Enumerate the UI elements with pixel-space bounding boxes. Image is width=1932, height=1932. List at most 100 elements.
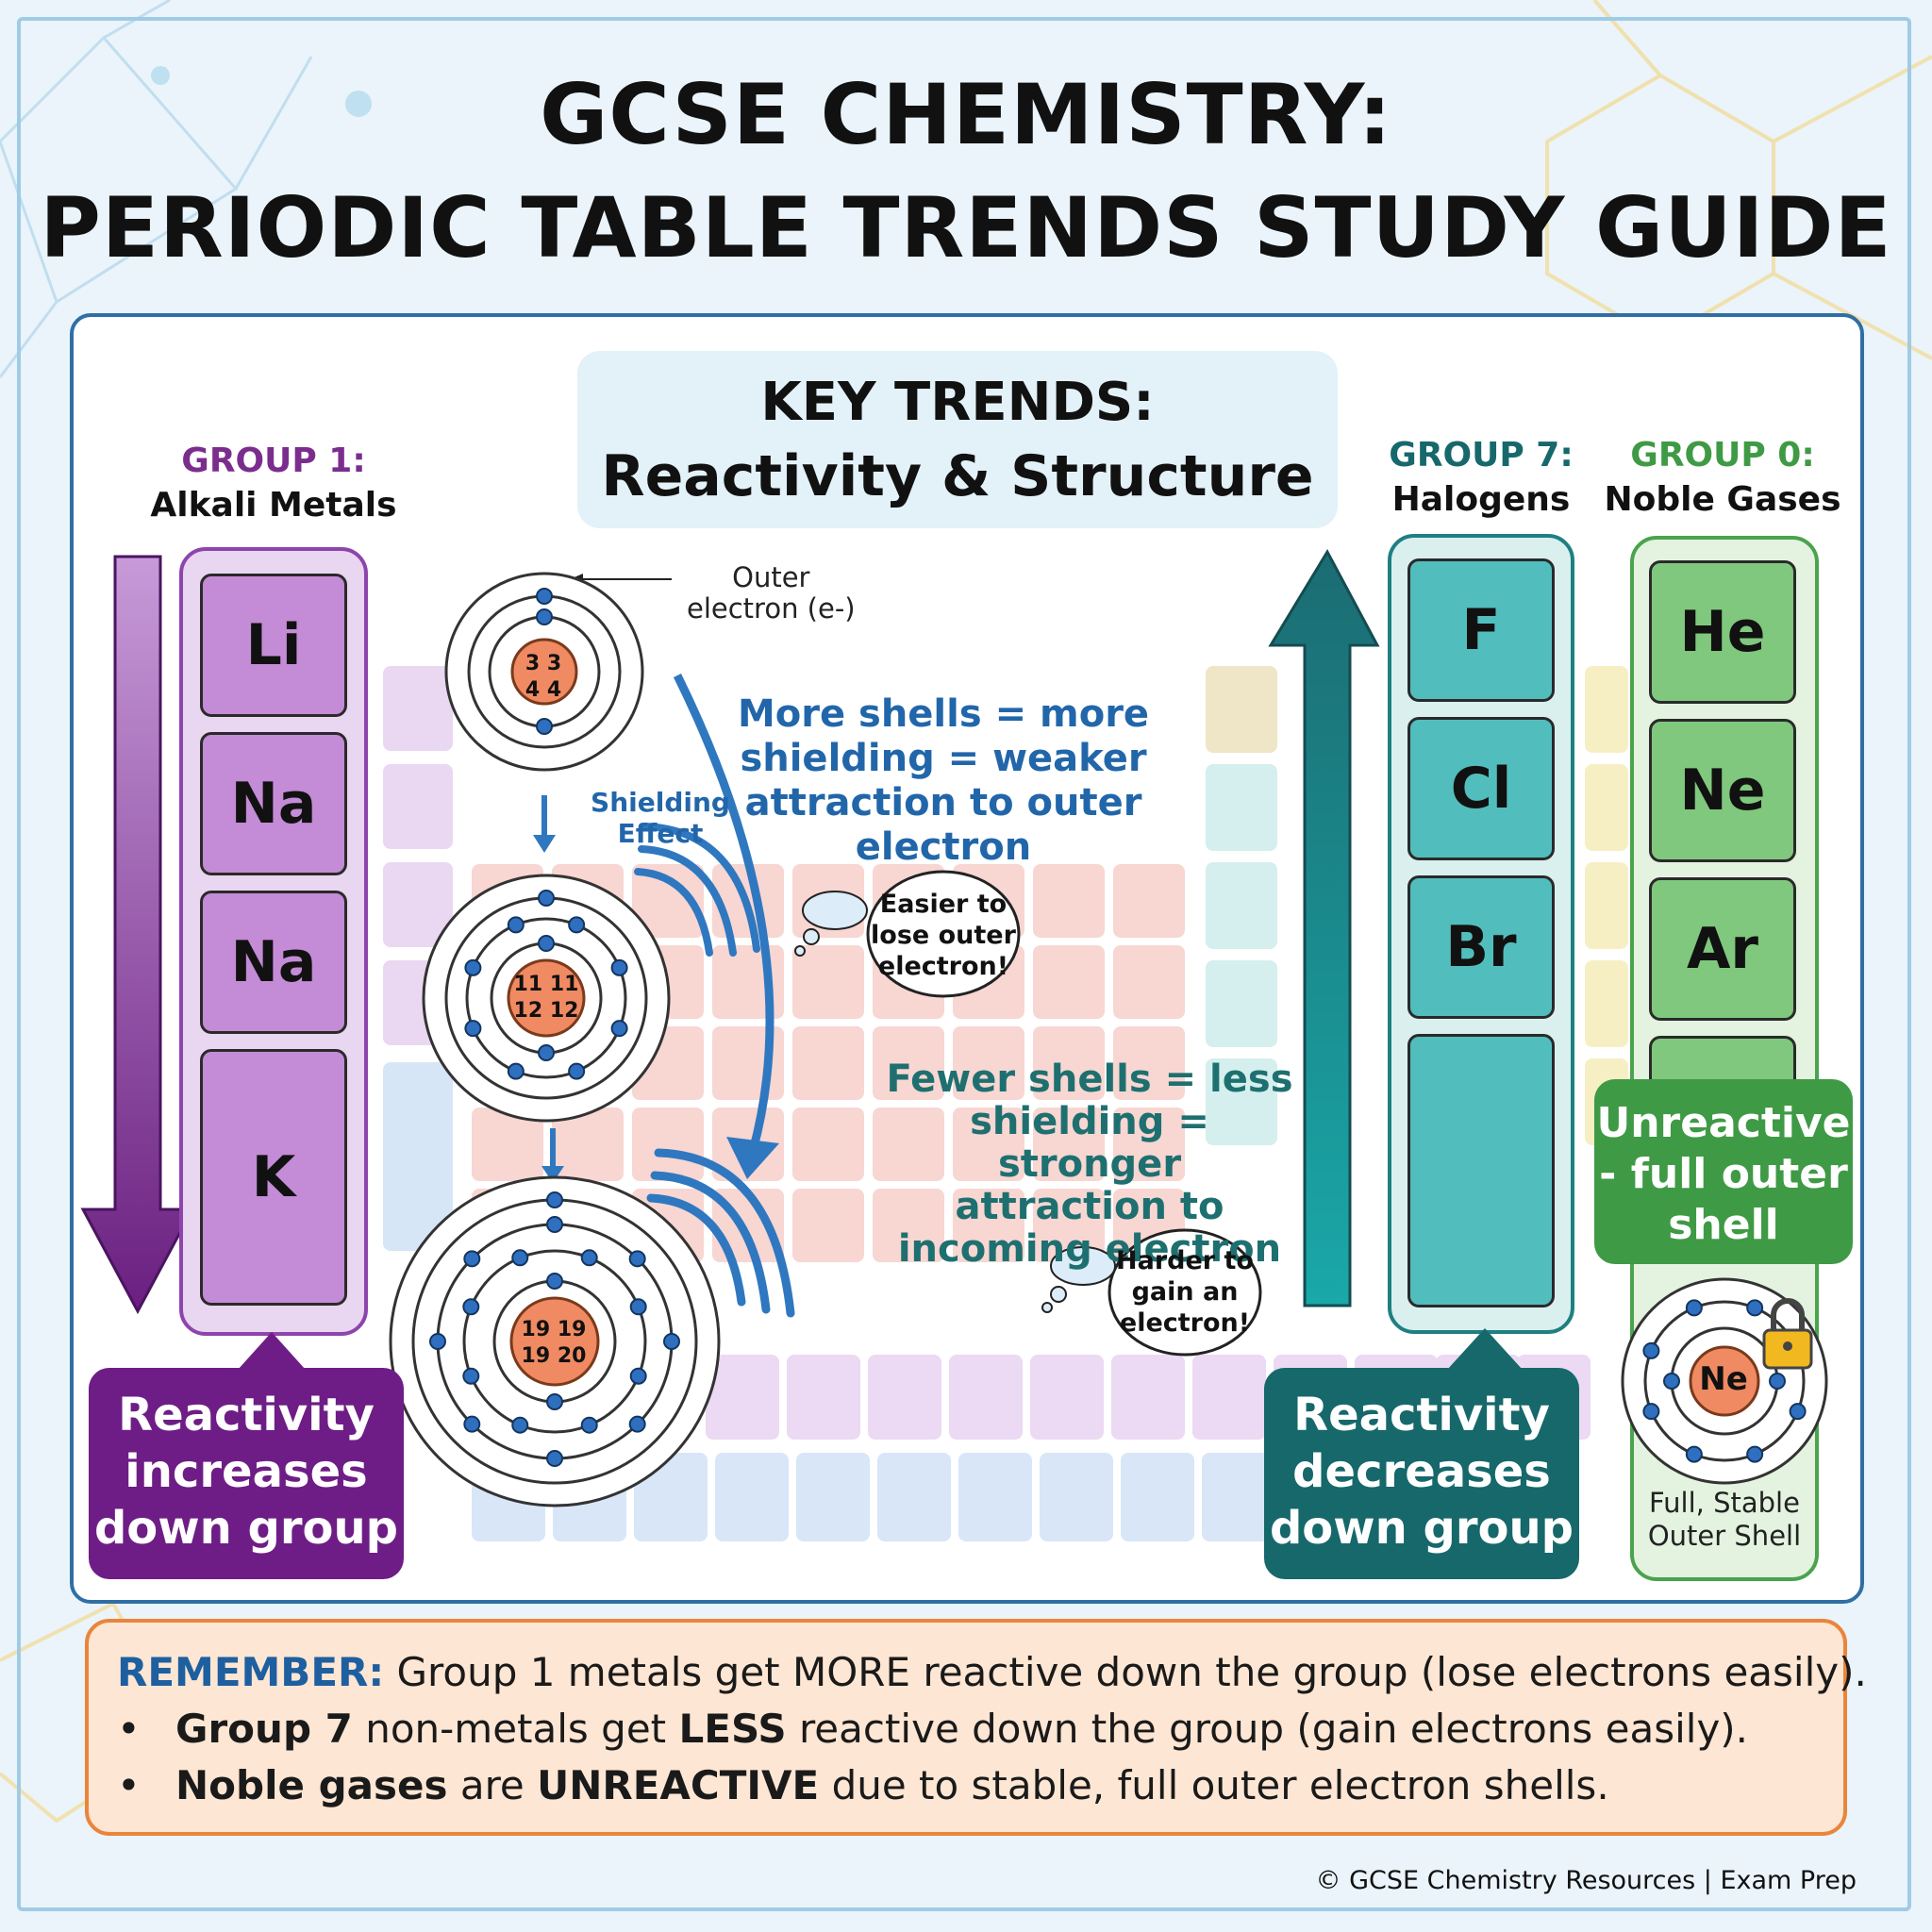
background-tile: [873, 1026, 944, 1100]
nucleus: [510, 638, 578, 706]
element-br: Br: [1407, 875, 1555, 1019]
background-tile: [632, 1108, 704, 1181]
electron: [462, 1367, 480, 1385]
neon-nucleus-label: Ne: [1699, 1360, 1748, 1398]
electron: [1642, 1341, 1660, 1359]
background-tile: [706, 1355, 779, 1440]
atom-sodium: [422, 874, 671, 1123]
background-tile: [1585, 764, 1628, 851]
trend-arc-arrow: [673, 674, 774, 1153]
group1-down-arrow: [80, 555, 195, 1315]
page-title-line1: GCSE CHEMISTRY:: [540, 66, 1392, 163]
background-tile: [1206, 960, 1277, 1047]
background-tile: [1585, 960, 1628, 1047]
outer-electron-label: Outer electron (e-): [687, 561, 856, 625]
electron: [1685, 1299, 1703, 1317]
element-cl: Cl: [1407, 717, 1555, 860]
element-ne: Ne: [1649, 719, 1796, 862]
atom-lithium: [444, 572, 644, 772]
electron: [568, 1062, 586, 1080]
background-tile: [792, 1026, 864, 1100]
nucleus: [509, 1296, 600, 1387]
electron: [507, 1062, 525, 1080]
background-tile: [1033, 945, 1105, 1019]
nucleus: [1689, 1345, 1760, 1417]
electron: [546, 1273, 563, 1290]
background-tile: [1040, 1453, 1113, 1541]
background-tile: [1206, 764, 1277, 851]
background-tile: [792, 945, 864, 1019]
background-tile: [873, 1108, 944, 1181]
electron: [1642, 1403, 1660, 1421]
group1-header: GROUP 1: Alkali Metals: [142, 441, 406, 525]
background-tile: [953, 1108, 1024, 1181]
background-tile: [953, 1026, 1024, 1100]
electron: [538, 935, 555, 952]
electron: [580, 1416, 598, 1434]
electron: [629, 1367, 647, 1385]
background-tile: [958, 1453, 1032, 1541]
element-na-2: Na: [200, 891, 347, 1034]
electron: [546, 1450, 563, 1467]
key-trends-heading: KEY TRENDS:: [760, 372, 1155, 433]
noble-atom-caption: Full, Stable Outer Shell: [1647, 1487, 1802, 1552]
background-tile: [792, 1189, 864, 1262]
background-tile: [1033, 1026, 1105, 1100]
electron: [464, 1020, 482, 1038]
more-shells-note: More shells = more shielding = weaker at…: [737, 692, 1150, 869]
electron: [511, 1249, 529, 1267]
electron: [1789, 1403, 1807, 1421]
background-tile: [1202, 1453, 1275, 1541]
background-tile: [1033, 864, 1105, 938]
background-tile: [1113, 864, 1185, 938]
remember-line-1: REMEMBER: Group 1 metals get MORE reacti…: [117, 1649, 1867, 1695]
electron: [628, 1250, 646, 1268]
background-tile: [877, 1453, 951, 1541]
shielding-waves-1: [634, 823, 760, 957]
electron: [536, 588, 553, 605]
background-tile: [1033, 1189, 1105, 1262]
electron: [464, 958, 482, 976]
background-tile: [632, 864, 704, 938]
electron: [568, 916, 586, 934]
fewer-shells-note: Fewer shells = less shielding = stronger…: [886, 1058, 1293, 1271]
element-he: He: [1649, 560, 1796, 704]
remember-line-2: •Group 7 non-metals get LESS reactive do…: [117, 1706, 1749, 1752]
shielding-waves-2: [646, 1148, 795, 1318]
atom-potassium: [389, 1175, 721, 1507]
easier-bubble-text: Easier to lose outer electron!: [871, 890, 1016, 981]
background-tile: [1033, 1108, 1105, 1181]
group7-header: GROUP 7: Halogens: [1349, 436, 1613, 519]
group0-header: GROUP 0: Noble Gases: [1591, 436, 1855, 519]
page-frame: [17, 17, 1911, 1911]
electron: [1685, 1445, 1703, 1463]
electron: [546, 1191, 563, 1208]
group0-unreactive-callout: Unreactive - full outer shell: [1594, 1079, 1853, 1264]
electron: [538, 890, 555, 907]
electron: [628, 1415, 646, 1433]
background-tile: [1113, 1026, 1185, 1100]
background-tile: [796, 1453, 870, 1541]
harder-bubble-text: Harder to gain an electron!: [1116, 1246, 1254, 1338]
electron: [1663, 1373, 1680, 1390]
electron: [546, 1216, 563, 1233]
element-li: Li: [200, 574, 347, 717]
background-tile: [1113, 945, 1185, 1019]
background-tile: [873, 1189, 944, 1262]
electron: [629, 1298, 647, 1316]
electron: [538, 1044, 555, 1061]
shielding-effect-label: Shielding Effect: [591, 787, 730, 849]
padlock-icon: [1762, 1298, 1813, 1370]
background-tile: [1206, 1058, 1277, 1145]
electron: [1746, 1299, 1764, 1317]
background-tile: [383, 764, 453, 849]
group0-name: Noble Gases: [1604, 480, 1841, 519]
electron: [511, 1416, 529, 1434]
key-trends-box: KEY TRENDS: Reactivity & Structure: [577, 351, 1338, 528]
background-tile: [953, 1189, 1024, 1262]
page-title-line2: PERIODIC TABLE TRENDS STUDY GUIDE: [40, 179, 1892, 276]
electron: [610, 958, 628, 976]
electron: [580, 1249, 598, 1267]
